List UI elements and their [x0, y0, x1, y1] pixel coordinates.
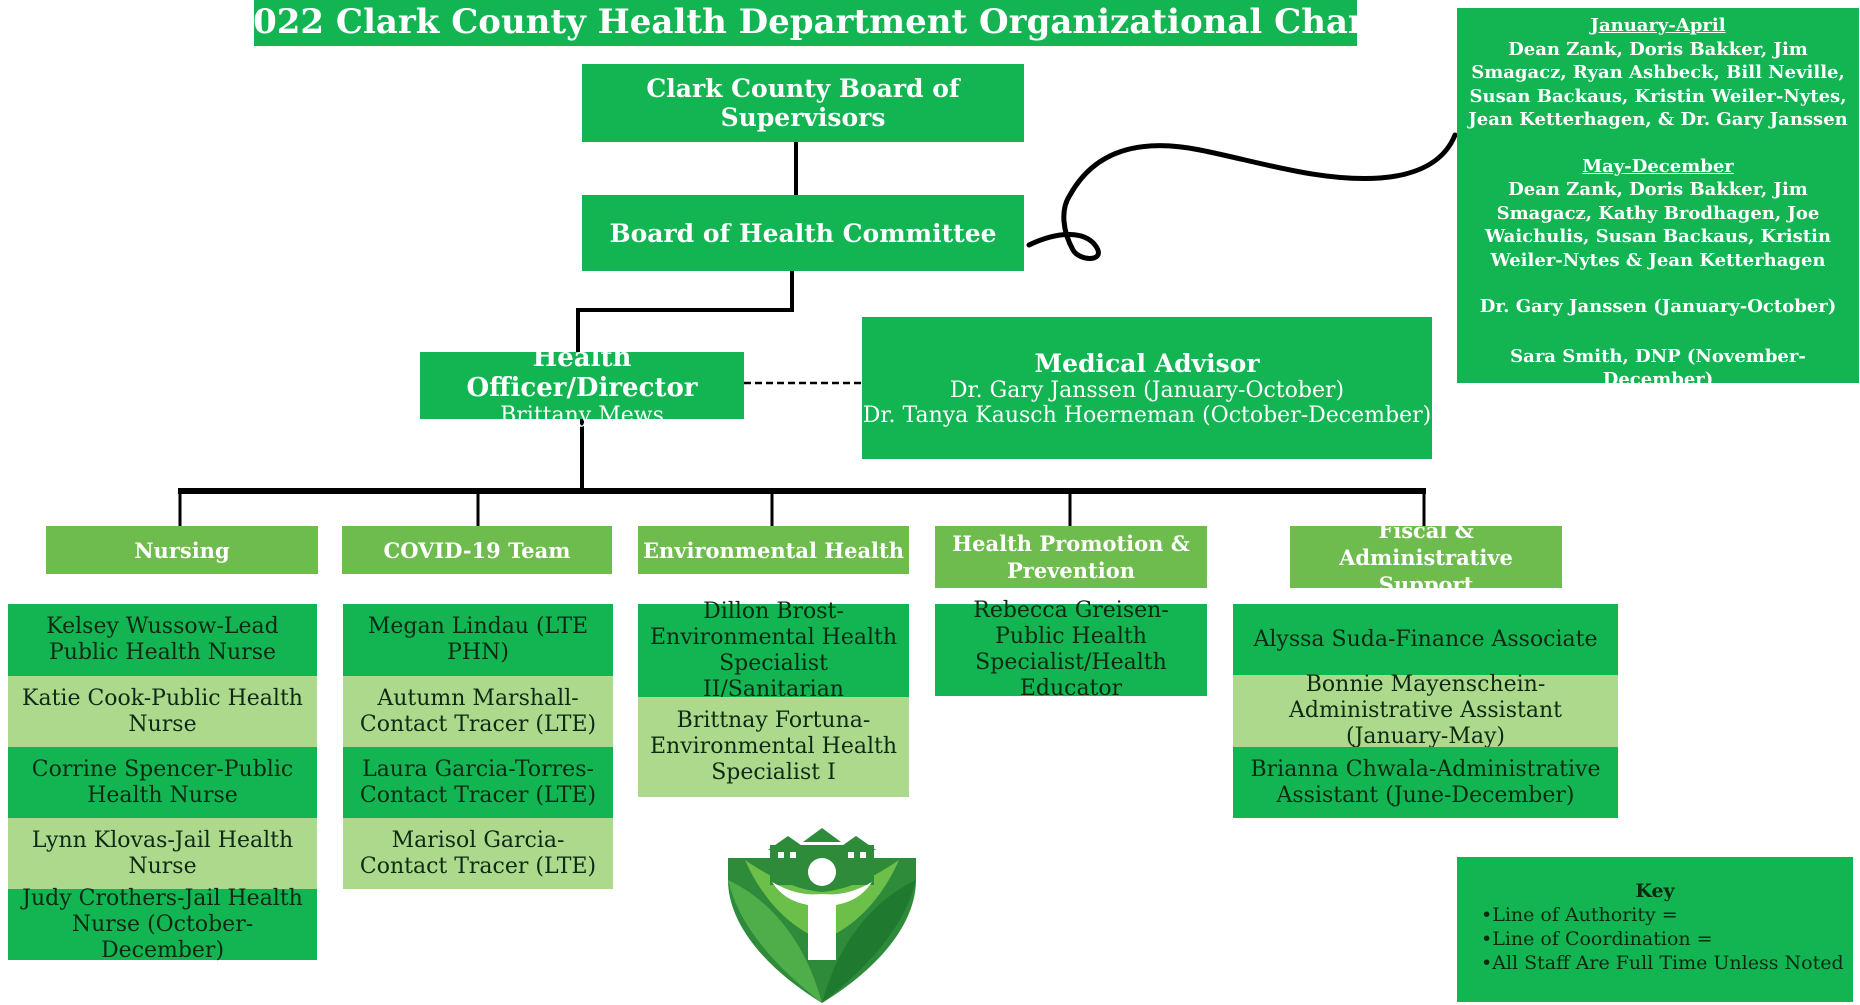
staff-card: Brianna Chwala-Administrative Assistant …: [1233, 747, 1618, 818]
staff-card: Alyssa Suda-Finance Associate: [1233, 604, 1618, 675]
staff-card: Autumn Marshall-Contact Tracer (LTE): [343, 676, 613, 747]
board-members-panel: January-April Dean Zank, Doris Bakker, J…: [1457, 8, 1859, 390]
dept-promotion-label: Health Promotion & Prevention: [952, 531, 1190, 583]
staff-card: Laura Garcia-Torres-Contact Tracer (LTE): [343, 747, 613, 818]
period-1-members: Dean Zank, Doris Bakker, Jim Smagacz, Ry…: [1468, 38, 1848, 131]
staff-name: Dillon Brost-Environmental Health Specia…: [649, 598, 898, 702]
dept-environmental-header: Environmental Health: [638, 526, 909, 574]
staff-card: Dillon Brost-Environmental Health Specia…: [638, 599, 909, 702]
dept-promotion-header: Health Promotion & Prevention: [935, 526, 1207, 588]
health-officer-box: Health Officer/Director Brittany Mews: [420, 343, 744, 428]
staff-name: Marisol Garcia-Contact Tracer (LTE): [359, 827, 597, 879]
members-callout-swirl: [1026, 132, 1458, 261]
staff-card: Judy Crothers-Jail Health Nurse (October…: [8, 886, 317, 963]
staff-name: Laura Garcia-Torres-Contact Tracer (LTE): [359, 756, 597, 808]
period-1-label: January-April: [1590, 15, 1726, 36]
staff-card: Bonnie Mayenschein-Administrative Assist…: [1233, 672, 1618, 749]
staff-name: Corrine Spencer-Public Health Nurse: [31, 756, 294, 808]
staff-card: Marisol Garcia-Contact Tracer (LTE): [343, 818, 613, 889]
key-title: Key: [1635, 880, 1675, 902]
staff-name: Judy Crothers-Jail Health Nurse (October…: [22, 885, 303, 963]
health-officer-name: Brittany Mews: [500, 403, 664, 428]
dept-fiscal-label: Fiscal & Administrative Support: [1339, 517, 1513, 597]
dept-covid-header: COVID-19 Team: [342, 526, 612, 574]
staff-card: Corrine Spencer-Public Health Nurse: [8, 747, 317, 818]
period-2-label: May-December: [1582, 155, 1734, 177]
staff-card: Brittnay Fortuna-Environmental Health Sp…: [638, 697, 909, 797]
chart-title-banner: 2022 Clark County Health Department Orga…: [254, 0, 1357, 46]
health-officer-title: Health Officer/Director: [466, 343, 698, 403]
dept-environmental-label: Environmental Health: [643, 537, 904, 563]
staff-card: Kelsey Wussow-Lead Public Health Nurse: [8, 604, 317, 676]
medical-advisor-title: Medical Advisor: [1034, 348, 1260, 378]
key-coordination: Line of Coordination =: [1481, 927, 1853, 951]
dept-nursing-label: Nursing: [134, 537, 230, 563]
dept-covid-label: COVID-19 Team: [383, 537, 571, 563]
board-extra-member-1: Dr. Gary Janssen (January-October): [1479, 296, 1837, 317]
staff-card: Lynn Klovas-Jail Health Nurse: [8, 818, 317, 889]
staff-name: Alyssa Suda-Finance Associate: [1253, 626, 1598, 652]
staff-card: Rebecca Greisen-Public Health Specialist…: [935, 598, 1207, 701]
period-2-members: Dean Zank, Doris Bakker, Jim Smagacz, Ka…: [1485, 179, 1831, 271]
medical-advisor-line-2: Dr. Tanya Kausch Hoerneman (October-Dece…: [862, 402, 1432, 428]
dept-nursing-header: Nursing: [46, 526, 318, 574]
staff-name: Lynn Klovas-Jail Health Nurse: [31, 827, 294, 879]
medical-advisor-box: Medical Advisor Dr. Gary Janssen (Januar…: [862, 317, 1432, 459]
line-health-committee-to-officer: [576, 271, 794, 352]
chart-title: 2022 Clark County Health Department Orga…: [254, 2, 1357, 42]
staff-name: Katie Cook-Public Health Nurse: [22, 685, 303, 737]
board-extra-member-2: Sara Smith, DNP (November-December): [1510, 345, 1806, 391]
medical-advisor-line-1: Dr. Gary Janssen (January-October): [949, 377, 1345, 403]
staff-name: Bonnie Mayenschein-Administrative Assist…: [1289, 672, 1562, 749]
board-of-health-label: Board of Health Committee: [609, 218, 997, 248]
staff-name: Megan Lindau (LTE PHN): [367, 614, 589, 665]
staff-card: Katie Cook-Public Health Nurse: [8, 676, 317, 747]
legend-key-box: Key Line of Authority = Line of Coordina…: [1457, 857, 1853, 1002]
staff-name: Brittnay Fortuna-Environmental Health Sp…: [649, 708, 898, 785]
board-of-health-box: Board of Health Committee: [582, 195, 1024, 271]
staff-name: Rebecca Greisen-Public Health Specialist…: [973, 598, 1169, 701]
board-of-supervisors-box: Clark County Board of Supervisors: [582, 64, 1024, 142]
dept-fiscal-header: Fiscal & Administrative Support: [1290, 518, 1562, 597]
staff-card: Megan Lindau (LTE PHN): [343, 604, 613, 676]
key-authority: Line of Authority =: [1481, 903, 1853, 927]
staff-name: Brianna Chwala-Administrative Assistant …: [1250, 756, 1601, 808]
staff-name: Autumn Marshall-Contact Tracer (LTE): [359, 685, 597, 737]
key-full-time-note: All Staff Are Full Time Unless Noted: [1481, 951, 1853, 975]
staff-name: Kelsey Wussow-Lead Public Health Nurse: [46, 614, 279, 665]
board-of-supervisors-label: Clark County Board of Supervisors: [646, 74, 960, 132]
